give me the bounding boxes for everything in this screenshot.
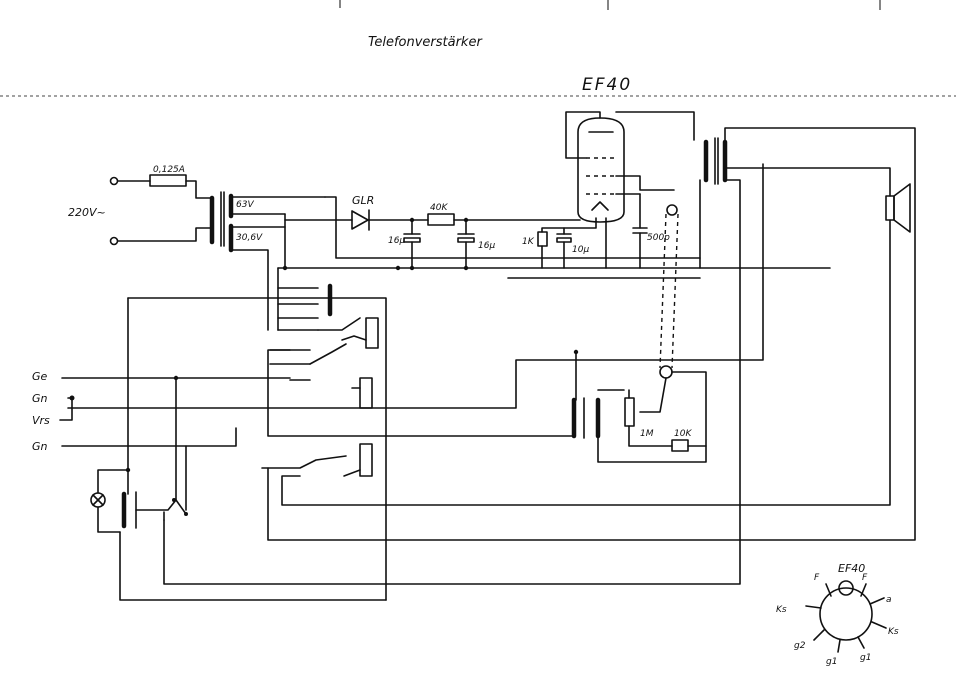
pin-g2: g2: [794, 641, 806, 651]
pin-g1-right: g1: [860, 653, 871, 663]
tube-label: EF40: [582, 75, 632, 95]
handset-cradle-1: [341, 317, 379, 349]
tube-ef40: [577, 117, 625, 223]
ef40-pinout-diagram: [805, 580, 887, 653]
mains-transformer: [209, 191, 234, 253]
pin-f-left: F: [814, 573, 820, 583]
mains-terminal-bottom: [109, 236, 119, 246]
output-transformer: [703, 137, 728, 185]
pin-a: a: [886, 595, 892, 605]
terminal-vrs: Vrs: [32, 414, 50, 427]
fuse: [149, 174, 187, 187]
terminal-gn-1: Gn: [32, 392, 48, 405]
series-resistor-label: 40K: [430, 203, 448, 213]
cathode-cap-label: 10μ: [572, 245, 589, 255]
mains-terminal-top: [109, 176, 119, 186]
pot-resistor: [671, 439, 689, 452]
pin-f-right: F: [862, 573, 868, 583]
pot-label: 1M: [640, 429, 654, 439]
cathode-resistor: [537, 231, 548, 247]
plate-cap-label: 500p: [647, 233, 670, 243]
terminal-gn-2: Gn: [32, 440, 48, 453]
indicator-lamp: [90, 492, 106, 508]
rectifier-diode: [351, 209, 370, 231]
pin-g1-bottom: g1: [826, 657, 837, 667]
volume-potentiometer: [624, 397, 635, 427]
cathode-resistor-label: 1K: [522, 237, 535, 247]
mains-voltage-label: 220V~: [68, 206, 106, 219]
rectifier-label: GLR: [352, 194, 374, 207]
pin-ks-left: Ks: [776, 605, 787, 615]
fuse-label: 0,125A: [153, 165, 185, 175]
filter-capacitor-right: [457, 219, 475, 269]
relay-coil: [121, 491, 137, 529]
pinout-title: EF40: [838, 562, 865, 575]
series-resistor: [427, 213, 455, 226]
relay-block-middle: [269, 343, 347, 381]
terminal-ge: Ge: [32, 370, 48, 383]
handset-cradle-2: [351, 377, 373, 409]
diagram-title: Telefonverstärker: [368, 35, 483, 50]
relay-block-top: [277, 267, 361, 331]
filter-capacitor-left: [403, 219, 421, 269]
relay-block-bottom: [261, 443, 373, 477]
tap-high-label: 63V: [236, 200, 254, 210]
pin-ks-right: Ks: [888, 627, 899, 637]
filter-cap-right-label: 16μ: [478, 241, 495, 251]
tap-low-label: 30,6V: [236, 233, 263, 243]
pot-resistor-label: 10K: [674, 429, 692, 439]
filter-cap-left-label: 16μ: [388, 236, 405, 246]
